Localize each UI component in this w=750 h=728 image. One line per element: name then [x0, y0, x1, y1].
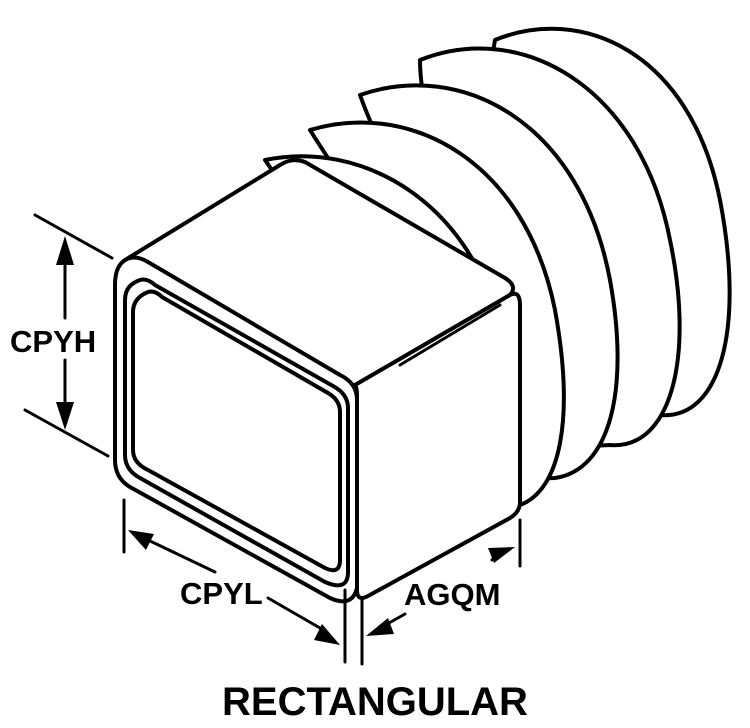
duct-opening-inner	[131, 289, 342, 573]
depth-arrow-left	[366, 618, 394, 636]
height-label: CPYH	[10, 324, 96, 359]
dimension-depth: AGQM	[360, 518, 522, 666]
height-extension-bottom	[23, 408, 110, 458]
duct-opening	[123, 277, 350, 588]
dimension-length: CPYL	[122, 498, 347, 664]
depth-label: AGQM	[404, 577, 500, 612]
height-arrow-up	[56, 236, 74, 265]
diagram-title: RECTANGULAR	[222, 680, 528, 724]
length-arrow-left	[128, 530, 154, 550]
height-arrow-down	[56, 402, 74, 430]
length-arrow-right	[314, 624, 340, 645]
length-dimension-line-upper	[146, 538, 217, 574]
depth-arrow-right	[488, 547, 515, 563]
rectangular-duct	[113, 158, 522, 604]
duct-edge-detail	[398, 303, 502, 367]
height-extension-top	[33, 213, 114, 260]
dimension-height: CPYH	[10, 213, 114, 458]
length-label: CPYL	[180, 576, 263, 611]
length-dimension-line-lower	[266, 596, 322, 630]
